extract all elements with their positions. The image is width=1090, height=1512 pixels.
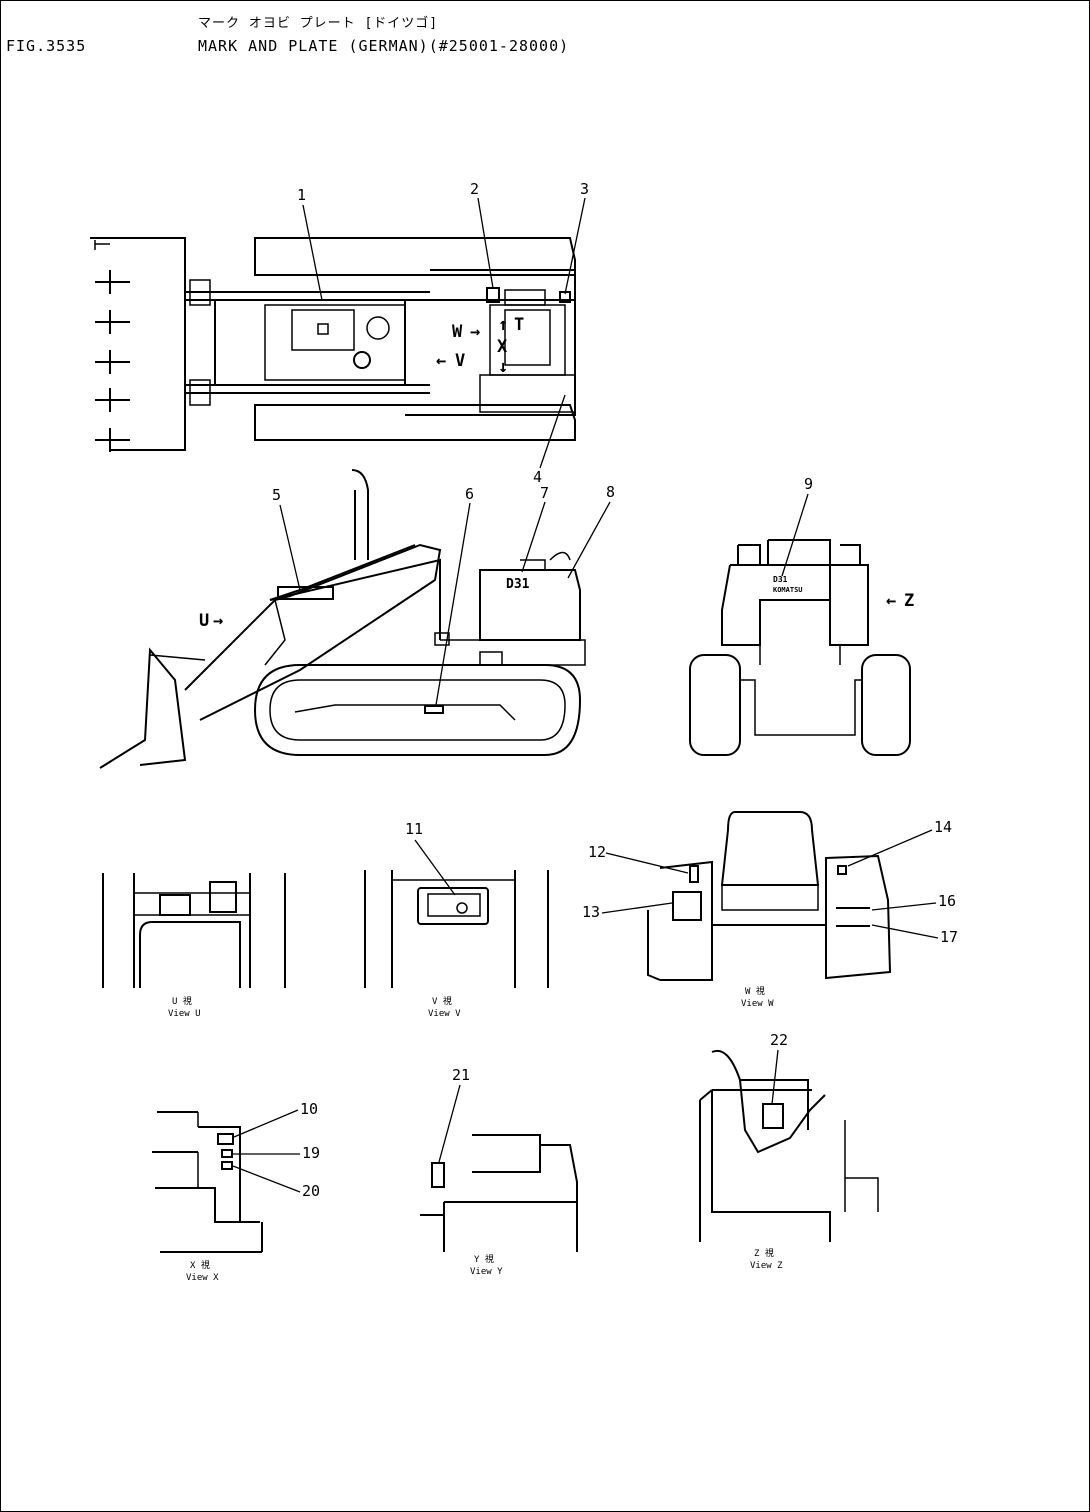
callout-9: 9 bbox=[804, 475, 813, 493]
view-w-caption: View W bbox=[741, 999, 774, 1009]
callout-4: 4 bbox=[533, 468, 542, 486]
view-v-detail: 11 V 視 View V bbox=[364, 820, 549, 1019]
callout-19: 19 bbox=[302, 1144, 320, 1162]
callout-7: 7 bbox=[540, 484, 549, 502]
arrow-z-icon: ← bbox=[886, 591, 896, 611]
callout-8: 8 bbox=[606, 483, 615, 501]
arrow-u-icon: → bbox=[213, 611, 223, 631]
arrow-t-icon: ↑ bbox=[498, 315, 508, 335]
arrow-v-label: V bbox=[455, 351, 465, 371]
arrow-w-label: W bbox=[452, 322, 463, 342]
arrow-x-label: X bbox=[497, 337, 508, 357]
view-x-caption: View X bbox=[186, 1273, 219, 1283]
rear-view-machine bbox=[689, 539, 911, 756]
callout-6: 6 bbox=[465, 485, 474, 503]
view-z-detail: 22 Z 視 View Z bbox=[699, 1031, 879, 1271]
arrow-z-label: Z bbox=[904, 591, 914, 611]
view-u-caption: View U bbox=[168, 1009, 201, 1019]
header-subtitle-jp: マーク オヨビ プレート [ドイツゴ] bbox=[198, 16, 439, 31]
callout-16: 16 bbox=[938, 892, 956, 910]
callout-3: 3 bbox=[580, 180, 589, 198]
callout-14: 14 bbox=[934, 818, 952, 836]
callout-1: 1 bbox=[297, 186, 306, 204]
view-w-jp: W 視 bbox=[745, 985, 765, 997]
figure-title: MARK AND PLATE (GERMAN)(#25001-28000) bbox=[198, 37, 570, 55]
view-u-jp: U 視 bbox=[172, 995, 192, 1007]
top-view-callouts: 1 2 3 4 W → T ↑ X ↓ ← V bbox=[297, 180, 589, 486]
callout-20: 20 bbox=[302, 1182, 320, 1200]
rear-plate-line1: D31 bbox=[773, 575, 788, 584]
view-z-jp: Z 視 bbox=[754, 1247, 774, 1259]
view-y-jp: Y 視 bbox=[474, 1253, 494, 1265]
view-y-detail: 21 Y 視 View Y bbox=[420, 1066, 578, 1277]
callout-5: 5 bbox=[272, 486, 281, 504]
view-w-detail: 12 13 14 16 17 W 視 View W bbox=[582, 811, 958, 1009]
rear-view-callouts: 9 D31 KOMATSU ← Z bbox=[773, 475, 914, 611]
arrow-w-icon: → bbox=[470, 322, 480, 342]
arrow-t-label: T bbox=[514, 315, 524, 335]
callout-2: 2 bbox=[470, 180, 479, 198]
arrow-v-icon: ← bbox=[436, 351, 446, 371]
side-view-callouts: 5 6 7 8 D31 U → bbox=[199, 483, 615, 706]
arrow-u-label: U bbox=[199, 611, 209, 631]
callout-17: 17 bbox=[940, 928, 958, 946]
figure-number: FIG.3535 bbox=[6, 37, 87, 55]
callout-21: 21 bbox=[452, 1066, 470, 1084]
top-view-machine bbox=[90, 237, 576, 452]
callout-11: 11 bbox=[405, 820, 423, 838]
view-x-jp: X 視 bbox=[190, 1259, 210, 1271]
rear-plate-line2: KOMATSU bbox=[773, 586, 803, 594]
view-v-caption: View V bbox=[428, 1009, 461, 1019]
side-view-machine bbox=[99, 469, 586, 769]
callout-22: 22 bbox=[770, 1031, 788, 1049]
view-x-detail: 10 19 20 X 視 View X bbox=[152, 1100, 320, 1283]
arrow-x-icon: ↓ bbox=[498, 357, 508, 377]
view-z-caption: View Z bbox=[750, 1261, 783, 1271]
callout-10: 10 bbox=[300, 1100, 318, 1118]
view-y-caption: View Y bbox=[470, 1267, 503, 1277]
view-u-detail: U 視 View U bbox=[102, 873, 286, 1019]
callout-12: 12 bbox=[588, 843, 606, 861]
callout-13: 13 bbox=[582, 903, 600, 921]
view-v-jp: V 視 bbox=[432, 995, 452, 1007]
plate-d31: D31 bbox=[506, 577, 530, 592]
